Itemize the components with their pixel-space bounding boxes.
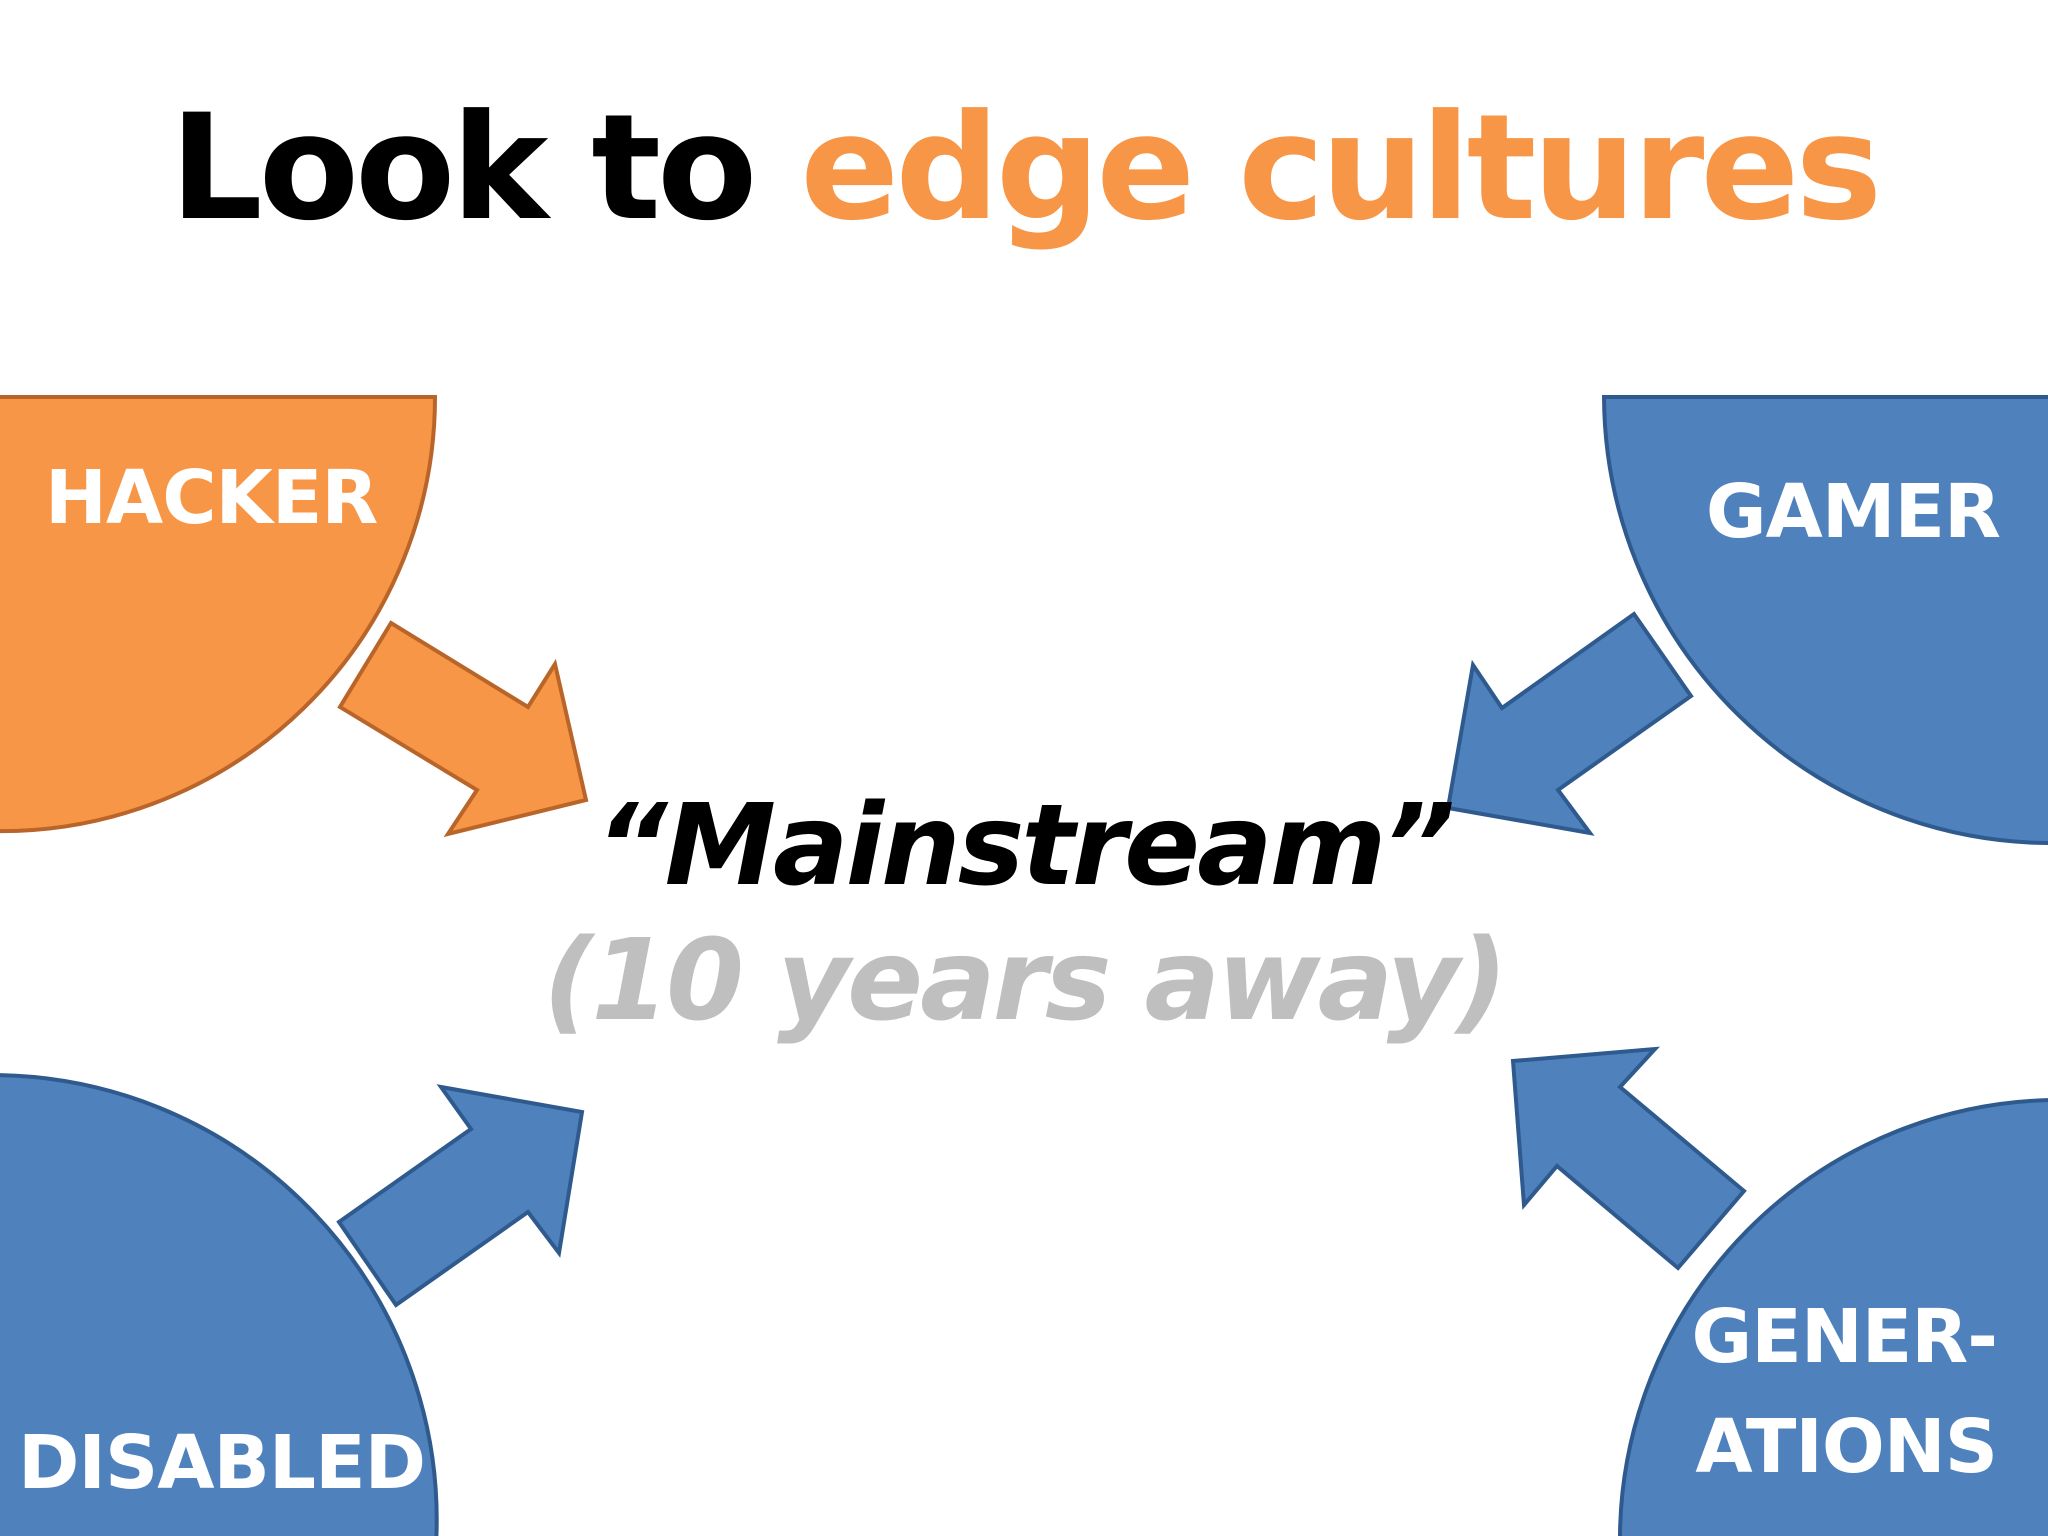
disabled-shape — [0, 1073, 439, 1536]
node-generations: GENER- ATIONS — [1618, 1098, 2048, 1536]
generations-shape — [1618, 1098, 2048, 1536]
arrow-generations — [1510, 1046, 1747, 1271]
mainstream-sublabel: (10 years away) — [543, 916, 1508, 1046]
arrow-gamer — [1445, 611, 1694, 836]
arrow-disabled — [336, 1084, 585, 1308]
title-prefix: Look to — [169, 83, 758, 253]
hacker-shape — [0, 395, 438, 834]
generations-label-line1: GENER- — [1692, 1294, 1997, 1380]
gamer-shape — [1601, 395, 2048, 845]
node-hacker: HACKER — [0, 395, 438, 834]
title-highlight: edge cultures — [800, 83, 1882, 253]
hacker-label: HACKER — [45, 455, 377, 541]
generations-label-line2: ATIONS — [1695, 1404, 1997, 1490]
node-gamer: GAMER — [1601, 395, 2048, 845]
disabled-label: DISABLED — [18, 1420, 425, 1506]
slide-title: Look to edge cultures — [0, 95, 2048, 241]
arrow-hacker — [337, 620, 589, 838]
node-disabled: DISABLED — [0, 1073, 439, 1536]
gamer-label: GAMER — [1706, 469, 2000, 555]
mainstream-label: “Mainstream” — [595, 781, 1455, 911]
